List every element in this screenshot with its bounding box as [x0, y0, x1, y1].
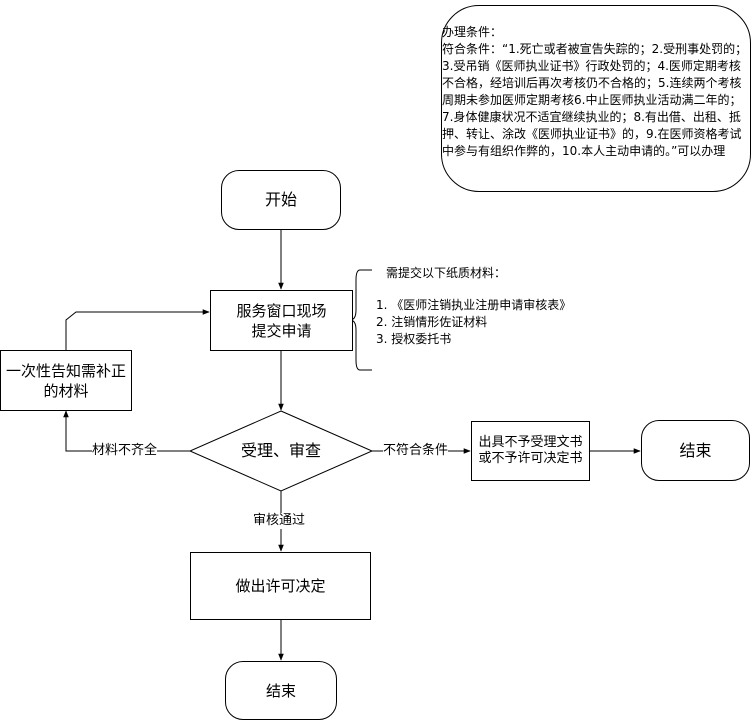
- start-node: 开始: [221, 170, 341, 230]
- conditions-callout: 办理条件： 符合条件：“1.死亡或者被宣告失踪的；2.受刑事处罚的；3.受吊销《…: [441, 5, 751, 192]
- end-node-right: 结束: [641, 420, 750, 481]
- materials-item-3: 3. 授权委托书: [376, 332, 452, 346]
- edge-label-incomplete: 材料不齐全: [92, 443, 158, 459]
- conditions-body: 符合条件：“1.死亡或者被宣告失踪的；2.受刑事处罚的；3.受吊销《医师执业证书…: [442, 42, 748, 158]
- end-bottom-label: 结束: [265, 681, 296, 700]
- decision-label: 做出许可决定: [235, 577, 326, 595]
- supplement-node: 一次性告知需补正 的材料: [0, 350, 132, 411]
- end-node-bottom: 结束: [225, 661, 337, 720]
- reject-label-line1: 出具不予受理文书: [478, 435, 583, 450]
- conditions-text: 办理条件： 符合条件：“1.死亡或者被宣告失踪的；2.受刑事处罚的；3.受吊销《…: [442, 24, 751, 160]
- submit-label-line2: 提交申请: [251, 321, 312, 340]
- decision-node: 做出许可决定: [190, 552, 371, 620]
- conditions-title: 办理条件：: [442, 25, 503, 39]
- submit-node: 服务窗口现场 提交申请: [210, 290, 353, 351]
- edge-label-approved: 审核通过: [253, 513, 306, 529]
- review-diamond: [188, 410, 374, 492]
- review-label: 受理、审查: [240, 441, 321, 460]
- materials-title: 需提交以下纸质材料：: [386, 266, 507, 280]
- submit-label-line1: 服务窗口现场: [236, 301, 327, 320]
- supplement-label-line1: 一次性告知需补正: [5, 361, 126, 380]
- materials-item-2: 2. 注销情形佐证材料: [376, 315, 488, 329]
- reject-node: 出具不予受理文书 或不予许可决定书: [471, 421, 590, 481]
- supplement-label-line2: 的材料: [43, 381, 89, 400]
- start-label: 开始: [264, 190, 297, 209]
- edge-label-not-qualified: 不符合条件: [383, 443, 449, 459]
- reject-label-line2: 或不予许可决定书: [478, 451, 583, 466]
- materials-bracket: [349, 269, 372, 371]
- edge-supplement-submit: [65, 309, 210, 350]
- end-right-label: 结束: [679, 440, 712, 460]
- materials-item-1: 1. 《医师注销执业注册申请审核表》: [376, 298, 572, 312]
